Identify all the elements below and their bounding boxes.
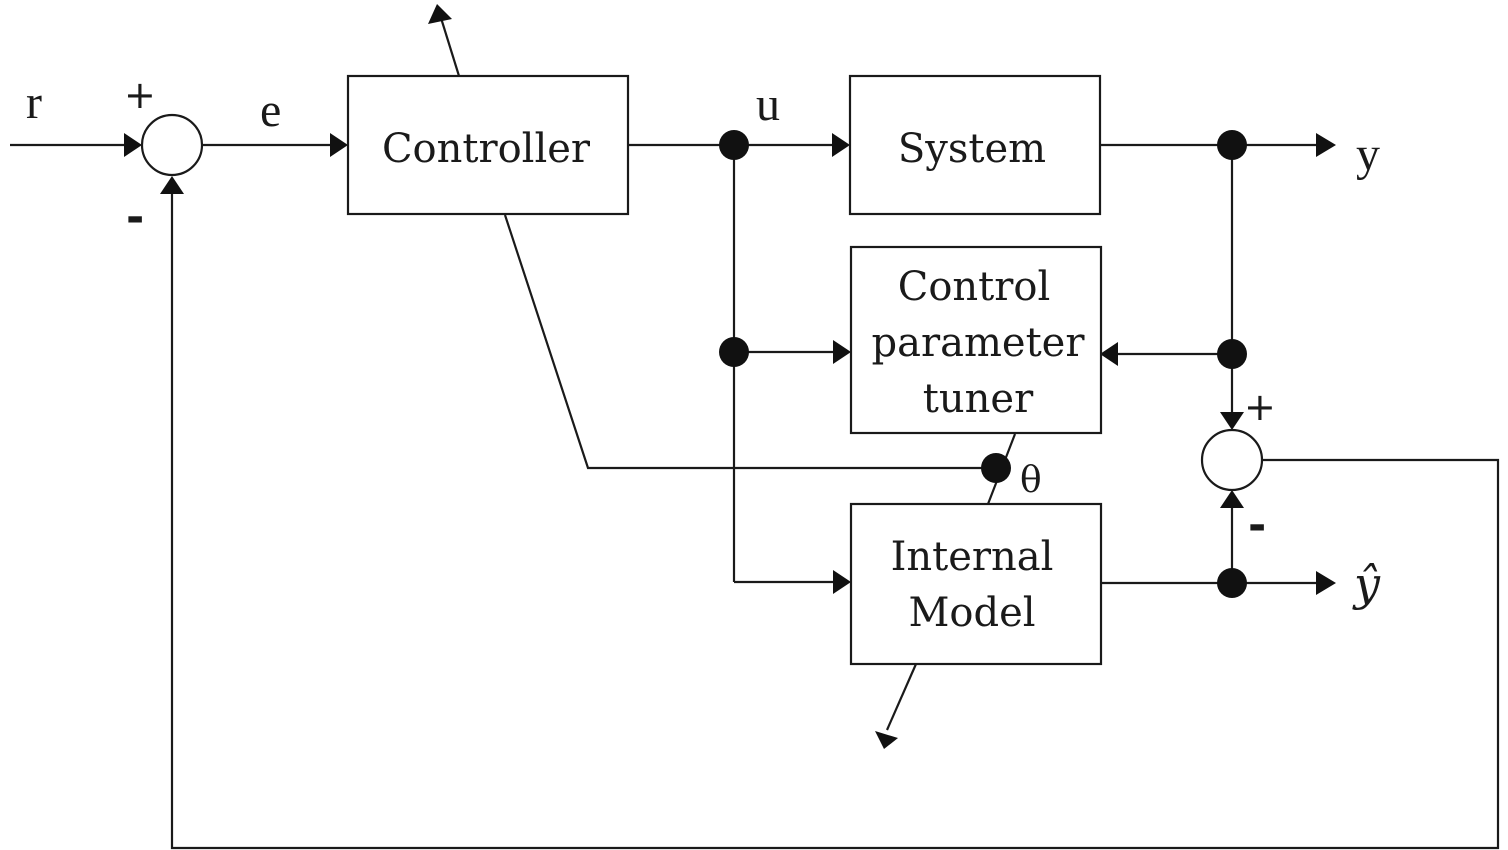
internal-model-label-line-1: Internal: [891, 534, 1054, 580]
junction-u-top: [719, 130, 749, 160]
model-error-summing-junction: [1200, 428, 1264, 492]
signal-theta-label: θ: [1020, 460, 1042, 501]
arrow-output-yhat: [1316, 571, 1336, 595]
arrow-model-adjust: [875, 731, 898, 749]
main-sum-plus-sign: +: [124, 73, 156, 117]
signal-u-label: u: [756, 78, 780, 131]
arrow-u-into-model: [833, 570, 851, 594]
arrow-into-system: [832, 133, 850, 157]
arrow-yhat-into-model-sum: [1220, 490, 1244, 508]
junction-y-top: [1217, 130, 1247, 160]
tuner-box: [849, 245, 1103, 435]
arrow-into-main-sum: [124, 133, 142, 157]
wire-model-adjust-bottom: [885, 663, 918, 731]
controller-label: Controller: [382, 126, 591, 172]
wire-theta-to-controller: [503, 214, 996, 470]
tuner-label-line-1: Control: [898, 264, 1051, 310]
wire-controller-adjust-top: [439, 17, 461, 77]
junction-dots: [719, 130, 1247, 598]
arrow-y-into-tuner: [1100, 342, 1118, 366]
system-block: System: [848, 74, 1102, 216]
arrow-controller-adjust: [428, 4, 452, 24]
arrow-y-into-model-sum: [1220, 412, 1244, 430]
signal-r-label: r: [26, 76, 42, 129]
internal-model-label-line-2: Model: [908, 590, 1035, 636]
tuner-label-line-2: parameter: [872, 320, 1086, 366]
controller-block: Controller: [346, 74, 630, 216]
signal-yhat-label: ŷ: [1352, 557, 1381, 611]
junction-u-middle: [719, 337, 749, 367]
internal-model-block: Internal Model: [849, 502, 1103, 666]
internal-model-box: [849, 502, 1103, 666]
model-sum-plus-sign: +: [1244, 385, 1276, 429]
controller-box: [346, 74, 630, 216]
wires: [10, 17, 1500, 850]
arrow-output-y: [1316, 133, 1336, 157]
junction-yhat: [1217, 568, 1247, 598]
arrow-u-into-tuner: [833, 340, 851, 364]
model-sum-minus-sign: -: [1248, 500, 1266, 551]
tuner-block: Control parameter tuner: [849, 245, 1103, 435]
system-box: [848, 74, 1102, 216]
system-label: System: [898, 126, 1046, 172]
arrow-feedback-into-main-sum: [160, 176, 184, 194]
signal-e-label: e: [260, 84, 281, 137]
junction-theta: [981, 453, 1011, 483]
signal-y-label: y: [1356, 128, 1380, 181]
tuner-label-line-3: tuner: [923, 376, 1034, 422]
arrow-into-controller: [330, 133, 348, 157]
arrowheads: [124, 4, 1336, 749]
junction-y-middle: [1217, 339, 1247, 369]
wire-feedback-loop: [170, 192, 1500, 850]
main-sum-minus-sign: -: [126, 192, 144, 243]
main-summing-junction: [140, 113, 204, 177]
